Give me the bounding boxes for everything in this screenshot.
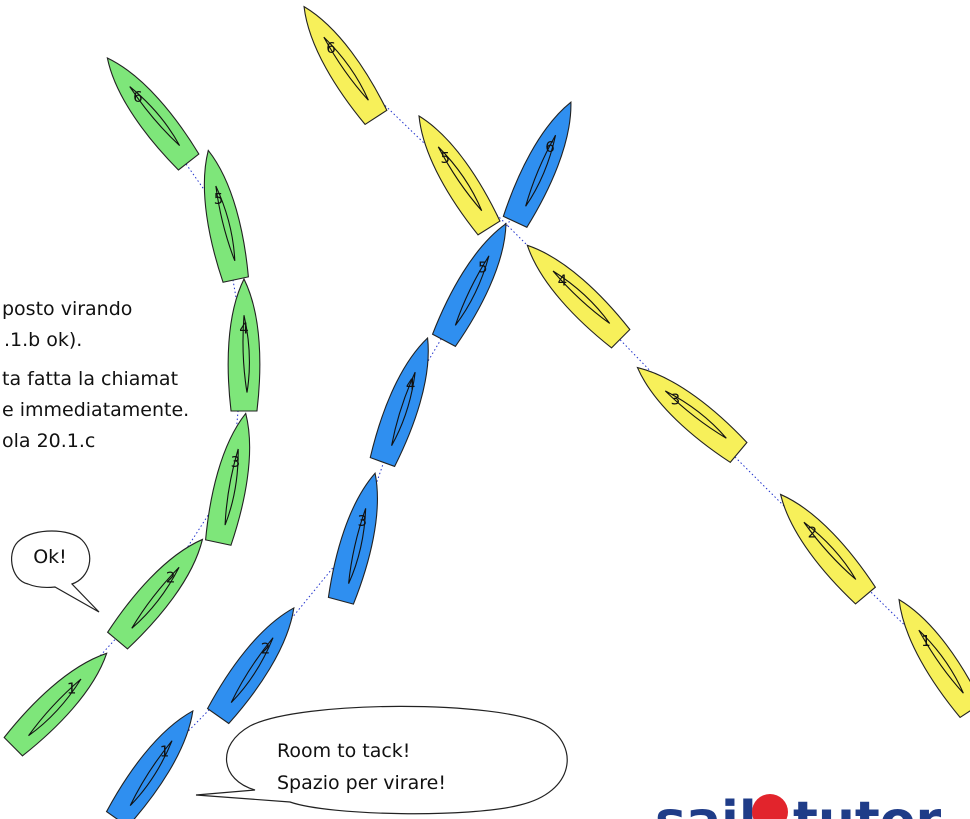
boat-number: 4 [558, 271, 568, 289]
boat-hull [205, 412, 251, 546]
green-boat-6: 6 [106, 57, 200, 171]
sail-icon [437, 146, 483, 212]
boat-hull [636, 366, 748, 464]
explanation-line-3: ta fatta la chiamat [2, 368, 178, 390]
boat-number: 2 [261, 639, 271, 657]
yellow-boat-3: 3 [636, 366, 748, 464]
boat-hull [105, 709, 194, 819]
boat-number: 5 [214, 190, 224, 208]
explanation-line-4: e immediatamente. [2, 399, 189, 421]
boat-number: 2 [808, 523, 818, 541]
boat-hull [898, 598, 970, 719]
blue-boat-5: 5 [431, 222, 507, 348]
boat-hull [526, 244, 631, 349]
yellow-boat-6: 6 [303, 5, 388, 126]
sail-icon [348, 508, 367, 584]
boat-number: 2 [166, 568, 176, 586]
speech-room-line2: Spazio per virare! [277, 772, 446, 794]
explanation-line-2: .1.b ok). [4, 329, 82, 351]
green-boat-3: 3 [205, 412, 251, 546]
boat-number: 1 [67, 679, 77, 697]
yellow-boat-2: 2 [779, 493, 877, 605]
logo-text-sail: sail [655, 791, 757, 819]
sailtutor-logo: sail tutor [655, 791, 941, 819]
blue-boat-3: 3 [327, 472, 378, 605]
sail-icon [664, 390, 727, 439]
sail-icon [391, 371, 416, 446]
boat-number: 3 [357, 512, 367, 530]
boat-hull [227, 277, 261, 412]
blue-boat-1: 1 [105, 709, 194, 819]
blue-boat-6: 6 [502, 101, 572, 228]
sail-icon [224, 448, 239, 526]
green-boat-1: 1 [3, 652, 108, 757]
sail-icon [552, 270, 611, 324]
boat-tracks [59, 61, 936, 766]
boat-number: 5 [478, 258, 488, 276]
boat-hull [3, 652, 108, 757]
boat-hull [779, 493, 877, 605]
sail-icon [129, 740, 173, 807]
boat-hull [106, 57, 200, 171]
boat-number: 5 [440, 149, 450, 167]
boat-hull [369, 336, 429, 468]
boat-number: 1 [921, 632, 931, 650]
blue-boat-2: 2 [206, 606, 295, 725]
green-boat-4: 4 [227, 277, 261, 412]
sail-icon [129, 86, 181, 147]
speech-bubble-room: Room to tack! Spazio per virare! [195, 705, 568, 815]
boat-hull [418, 114, 501, 236]
yellow-boat-4: 4 [526, 244, 631, 349]
sail-icon [454, 255, 490, 326]
boat-number: 3 [231, 453, 241, 471]
boat-number: 4 [239, 320, 249, 338]
explanation-line-5: ola 20.1.c [2, 430, 95, 452]
blue-boat-4: 4 [369, 336, 429, 468]
boat-number: 3 [671, 390, 681, 408]
yellow-boat-1: 1 [898, 598, 970, 719]
logo-text-tutor: tutor [793, 791, 941, 819]
boat-hull [203, 149, 249, 283]
boat-hull [431, 222, 507, 348]
boat-number: 1 [160, 742, 170, 760]
sail-icon [215, 185, 236, 262]
boat-hull [106, 538, 204, 650]
explanation-text: posto virando .1.b ok). ta fatta la chia… [2, 298, 189, 452]
boat-number: 4 [406, 375, 416, 393]
sail-icon [803, 521, 857, 580]
yellow-boat-5: 5 [418, 114, 501, 236]
green-boat-5: 5 [203, 149, 249, 283]
green-boat-2: 2 [106, 538, 204, 650]
sail-icon [28, 678, 82, 737]
boat-hull [502, 101, 572, 228]
explanation-line-1: posto virando [2, 298, 132, 320]
speech-ok-text: Ok! [33, 546, 67, 568]
sail-icon [918, 629, 964, 694]
boat-number: 6 [545, 138, 555, 156]
sail-icon [323, 36, 369, 101]
boat-number: 6 [326, 39, 336, 57]
sail-icon [230, 637, 274, 704]
logo-buoy-icon [752, 794, 788, 819]
boat-hull [206, 606, 295, 725]
boat-number: 6 [133, 88, 143, 106]
speech-room-line1: Room to tack! [277, 740, 410, 762]
boat-hull [327, 472, 378, 605]
sail-icon [242, 315, 250, 393]
sail-icon [525, 134, 557, 207]
sail-icon [131, 566, 180, 629]
speech-bubble-ok: Ok! [11, 530, 100, 613]
